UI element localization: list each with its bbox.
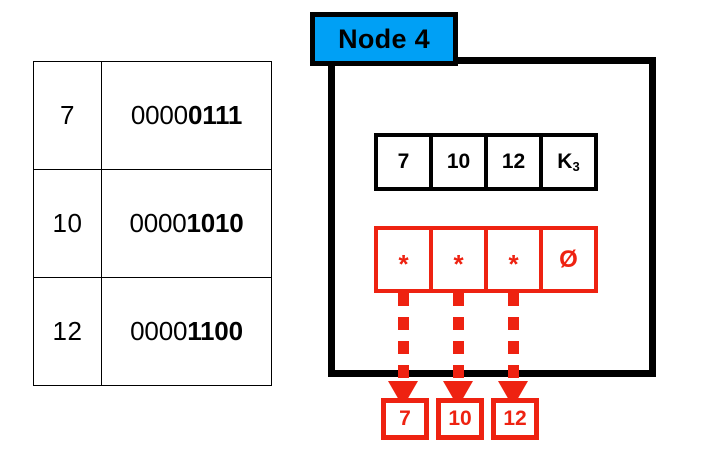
arrow-stem	[508, 293, 519, 385]
table-cell-key: 12	[34, 278, 102, 385]
key-cell: 7	[374, 133, 433, 191]
key-cell: 10	[429, 133, 488, 191]
pointer-cell: *	[374, 226, 433, 293]
bits-suffix: 1100	[187, 316, 243, 346]
bits-prefix: 0000	[130, 316, 188, 346]
key-cell-label: 7	[397, 150, 410, 173]
key-cell-label: 10	[446, 150, 471, 173]
pointer-cell: *	[429, 226, 488, 293]
pointer-array: * * * Ø	[374, 226, 610, 293]
bits-prefix: 0000	[129, 208, 187, 238]
record-box: 12	[491, 398, 539, 440]
table-cell-key: 7	[34, 62, 102, 169]
record-label: 7	[399, 407, 411, 430]
arrow-stem	[398, 293, 409, 385]
record-box: 10	[436, 398, 484, 440]
node-title-label: Node 4	[338, 23, 430, 54]
null-pointer-symbol: Ø	[559, 245, 578, 273]
record-box: 7	[381, 398, 429, 440]
arrow-stem	[453, 293, 464, 385]
key-cell-label: K	[557, 150, 573, 173]
pointer-cell-null: Ø	[539, 226, 598, 293]
record-label: 12	[503, 407, 527, 430]
key-cell-subscript: 3	[572, 158, 580, 174]
bits-prefix: 0000	[130, 100, 188, 130]
bits-suffix: 0111	[187, 100, 243, 130]
key-cell-label: 12	[501, 150, 526, 173]
record-label: 10	[448, 407, 472, 430]
pointer-cell: *	[484, 226, 543, 293]
key-cell: 12	[484, 133, 543, 191]
node-title-badge: Node 4	[310, 12, 458, 66]
table-cell-key: 10	[34, 170, 102, 277]
node-container	[328, 57, 656, 377]
bits-suffix: 1010	[186, 208, 244, 238]
